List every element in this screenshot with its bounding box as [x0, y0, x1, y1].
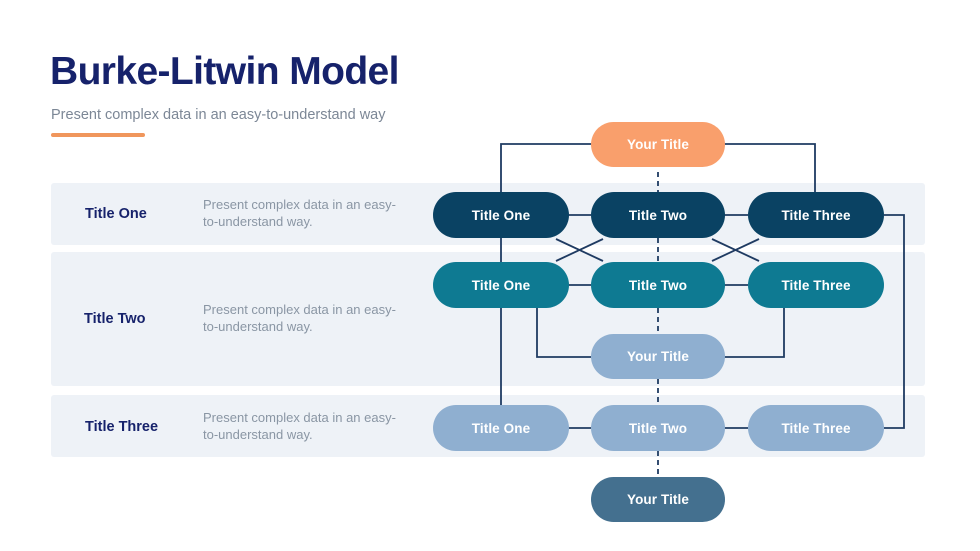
node-label: Title Two	[628, 420, 688, 436]
row-label-two: Title Two	[84, 311, 146, 327]
row-label-three: Title Three	[85, 419, 159, 435]
row-description-two: Present complex data in an easy-to-under…	[203, 302, 396, 335]
page-subtitle: Present complex data in an easy-to-under…	[51, 107, 386, 123]
node-label: Title Three	[781, 277, 851, 293]
node-label: Title Two	[628, 207, 688, 223]
node-tier3-title-three[interactable]: Title Three	[748, 405, 884, 451]
node-tier2-title-three[interactable]: Title Three	[748, 262, 884, 308]
node-tier1-title-one[interactable]: Title One	[433, 192, 569, 238]
node-label: Title Three	[781, 207, 851, 223]
node-tier2-title-one[interactable]: Title One	[433, 262, 569, 308]
node-label: Title Three	[781, 420, 851, 436]
row-description-one: Present complex data in an easy-to-under…	[203, 197, 396, 230]
row-label-one: Title One	[85, 206, 147, 222]
node-label: Your Title	[626, 349, 689, 364]
node-tier1-title-three[interactable]: Title Three	[748, 192, 884, 238]
node-label: Your Title	[626, 492, 689, 507]
node-label: Title One	[471, 420, 531, 436]
row-description-three: Present complex data in an easy-to-under…	[203, 410, 396, 443]
node-label: Title One	[471, 207, 531, 223]
node-label: Title Two	[628, 277, 688, 293]
accent-underline	[51, 133, 145, 137]
node-top-your-title[interactable]: Your Title	[591, 122, 725, 167]
node-label: Title One	[471, 277, 531, 293]
page-title: Burke-Litwin Model	[50, 50, 399, 93]
node-tier2-title-two[interactable]: Title Two	[591, 262, 725, 308]
node-tier3-title-two[interactable]: Title Two	[591, 405, 725, 451]
node-bottom-your-title[interactable]: Your Title	[591, 477, 725, 522]
node-label: Your Title	[626, 137, 689, 152]
node-middle-your-title[interactable]: Your Title	[591, 334, 725, 379]
node-tier3-title-one[interactable]: Title One	[433, 405, 569, 451]
node-tier1-title-two[interactable]: Title Two	[591, 192, 725, 238]
